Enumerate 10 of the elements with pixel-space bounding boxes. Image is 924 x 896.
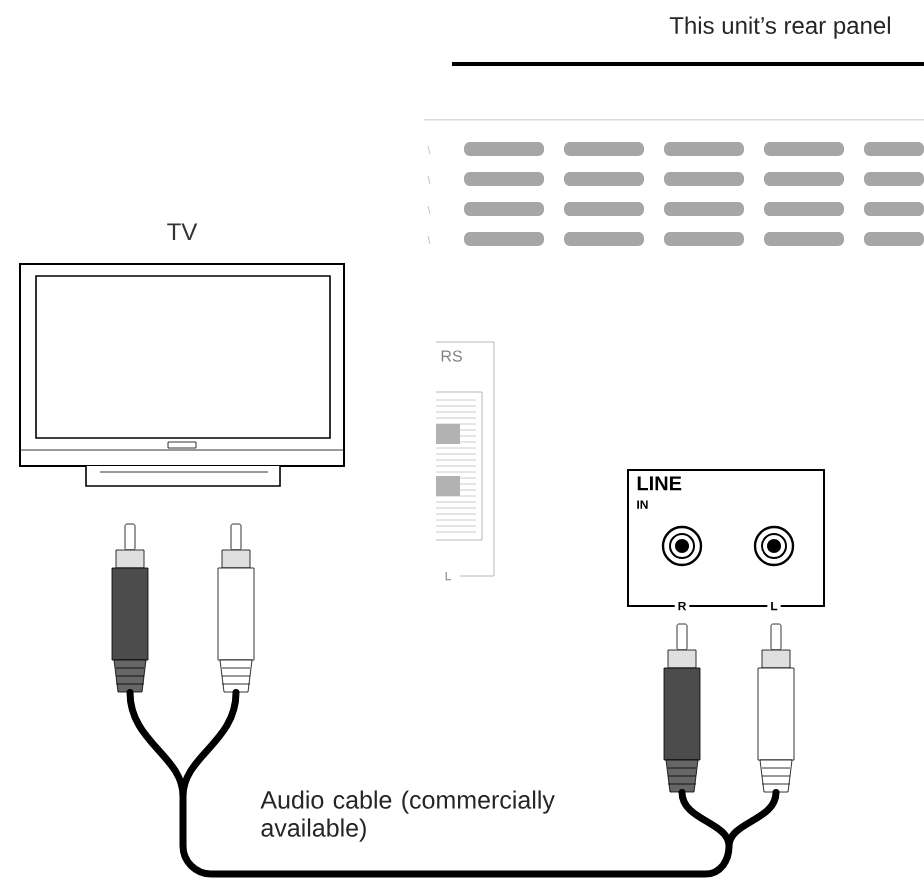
- rca-plug: [663, 623, 701, 793]
- edge-label: Audio cable (commercially available): [260, 790, 555, 842]
- rca-plug: [217, 523, 255, 693]
- rca-plug: [757, 623, 795, 793]
- audio-cable: [126, 688, 780, 878]
- node-label: TV: [167, 223, 198, 240]
- tv-drawing: TV: [19, 223, 345, 487]
- panel-heading: This unit’s rear panel: [669, 16, 890, 39]
- terminal-label: RS: [441, 350, 462, 362]
- rca-plug: [111, 523, 149, 693]
